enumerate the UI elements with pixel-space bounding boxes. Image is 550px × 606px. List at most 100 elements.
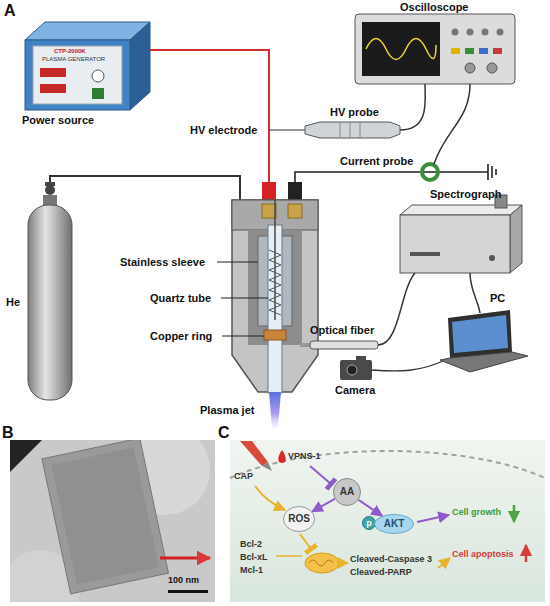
switch: [92, 88, 104, 99]
device-label: Camera: [335, 384, 375, 396]
display: [40, 68, 66, 77]
panel-letter: C: [218, 424, 230, 442]
panel-letter: B: [2, 424, 14, 442]
power-source-front: [25, 40, 130, 110]
part-label: Plasma jet: [200, 404, 254, 416]
protein-label: Cleaved-PARP: [350, 568, 412, 578]
protein-label: Bcl-2: [240, 540, 262, 550]
scope-button: [482, 29, 489, 36]
coil: [269, 250, 281, 315]
device-label: PC: [490, 292, 505, 304]
pathway-label: VPNS-1: [288, 452, 321, 462]
node-shape: [284, 507, 315, 532]
jet-body: [232, 200, 318, 392]
device-text: PLASMA GENERATOR: [42, 56, 105, 63]
scope-button: [452, 29, 459, 36]
cell-membrane: [230, 451, 545, 478]
valve: [45, 185, 55, 195]
device-label: Power source: [22, 114, 94, 126]
part-label: Quartz tube: [150, 292, 211, 304]
ground-wire: [295, 172, 488, 184]
knob: [92, 70, 104, 82]
indicator: [489, 255, 495, 261]
spectrograph: [400, 215, 510, 273]
pathway-arrow: [359, 500, 383, 516]
inhibit-arrow: [300, 534, 311, 549]
increase-arrow: [525, 545, 528, 562]
leader-line: [221, 298, 268, 299]
scope-knob: [465, 63, 475, 73]
pathway-arrow: [312, 499, 335, 512]
scope-button: [451, 48, 460, 54]
oscilloscope: [355, 14, 515, 84]
leader-line: [222, 336, 264, 337]
optical-fiber: [310, 341, 378, 349]
node-shape: [334, 479, 361, 506]
device-label: HV electrode: [190, 124, 257, 136]
node-shape: [363, 517, 376, 530]
protein-label: Mcl-1: [240, 566, 263, 576]
part-label: Copper ring: [150, 330, 212, 342]
pathway-label: CAP: [234, 472, 253, 482]
scale-bar: [168, 590, 208, 593]
probe-tip: [269, 129, 305, 130]
scope-button: [497, 29, 504, 36]
gas-cylinder: [28, 205, 72, 400]
drug-droplet: [278, 450, 286, 463]
mitochondrion-cristae: [309, 560, 333, 566]
nanocrystal: [42, 440, 169, 594]
activate-arrow: [340, 562, 348, 564]
probe-cable: [400, 84, 425, 130]
inhibit-arrow: [310, 466, 331, 484]
outcome-label: Cell apoptosis: [452, 550, 514, 560]
probe-cable: [434, 84, 470, 164]
protein-label: Cleaved-Caspase 3: [350, 555, 432, 565]
fiber-tip: [300, 343, 310, 347]
fiber-cable: [378, 273, 415, 345]
scope-knob: [487, 63, 497, 73]
hv-wire: [150, 50, 269, 184]
display: [40, 84, 66, 93]
scope-screen: [362, 22, 440, 76]
leader-line: [217, 262, 258, 263]
part-label: Stainless sleeve: [120, 256, 205, 268]
scope-button: [479, 48, 488, 54]
node-shape: [375, 515, 414, 534]
power-source-top: [25, 22, 150, 40]
nanocrystal-core: [51, 448, 159, 585]
brass-fitting: [288, 204, 302, 218]
activate-arrow: [255, 486, 285, 510]
protein-ellipse: AKT: [374, 514, 414, 534]
valve: [45, 182, 55, 186]
laptop-screen: [448, 310, 512, 358]
camera: [340, 360, 372, 380]
brass-fitting: [262, 204, 276, 218]
red-arrow: [160, 557, 210, 560]
camera-cable: [372, 360, 445, 371]
laptop-base: [440, 352, 528, 372]
node-text: AKT: [384, 519, 405, 529]
device-label: Spectrograph: [430, 188, 502, 200]
cap-tip: [262, 462, 272, 471]
laptop-display: [452, 315, 508, 353]
pc-cable: [470, 273, 480, 313]
hv-probe: [305, 122, 400, 138]
node-text: p: [366, 519, 372, 528]
node-text: ROS: [288, 514, 310, 524]
device-label: Current probe: [340, 155, 413, 167]
device-label: He: [6, 296, 20, 308]
node-text: AA: [340, 487, 354, 497]
plasma-plume: [269, 392, 281, 428]
hv-terminal: [262, 182, 276, 200]
scope-button: [493, 48, 502, 54]
current-probe: [422, 164, 438, 180]
gas-line: [50, 176, 240, 200]
ground-symbol: [488, 164, 496, 180]
molecule-circle: ROS: [283, 506, 315, 532]
spectrograph-side: [510, 205, 522, 273]
phospho-circle: p: [362, 516, 376, 530]
camera-lens: [347, 365, 357, 375]
mitochondrion: [305, 553, 339, 573]
ground-terminal: [288, 182, 302, 200]
decrease-arrow: [513, 505, 516, 522]
